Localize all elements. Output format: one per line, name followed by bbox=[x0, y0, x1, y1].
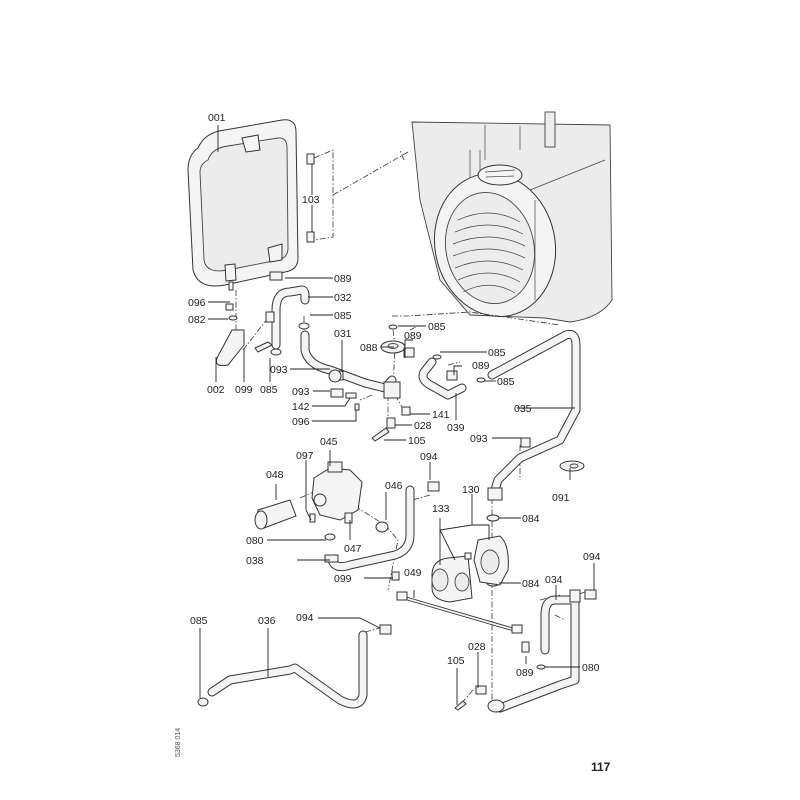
label-031: 031 bbox=[334, 328, 352, 340]
label-103: 103 bbox=[302, 194, 320, 206]
leader-lines bbox=[199, 125, 595, 705]
part-labels: 001 103 089 032 096 082 085 031 085 088 … bbox=[188, 112, 601, 679]
label-099: 099 bbox=[235, 384, 253, 396]
label-105: 105 bbox=[408, 435, 426, 447]
label-047: 047 bbox=[344, 543, 362, 555]
label-091: 091 bbox=[552, 492, 570, 504]
expansion-vessel bbox=[187, 119, 299, 291]
label-085: 085 bbox=[334, 310, 352, 322]
label-094: 094 bbox=[296, 612, 314, 624]
label-084: 084 bbox=[522, 578, 540, 590]
label-133: 133 bbox=[432, 503, 450, 515]
small-components-lower bbox=[197, 571, 597, 713]
label-088: 088 bbox=[360, 342, 378, 354]
label-028: 028 bbox=[414, 420, 432, 432]
small-components bbox=[215, 271, 585, 587]
pipe-032 bbox=[271, 285, 310, 350]
label-093: 093 bbox=[270, 364, 288, 376]
label-094: 094 bbox=[420, 451, 438, 463]
clip-103-parts bbox=[306, 153, 315, 243]
label-130: 130 bbox=[462, 484, 480, 496]
label-035: 035 bbox=[514, 403, 532, 415]
label-085: 085 bbox=[260, 384, 278, 396]
label-141: 141 bbox=[432, 409, 450, 421]
page-number: 117 bbox=[591, 760, 611, 774]
heat-exchanger-housing bbox=[411, 111, 613, 323]
label-085: 085 bbox=[428, 321, 446, 333]
label-084: 084 bbox=[522, 513, 540, 525]
diverter-valve bbox=[254, 461, 440, 563]
label-039: 039 bbox=[447, 422, 465, 434]
label-085: 085 bbox=[497, 376, 515, 388]
label-002: 002 bbox=[207, 384, 225, 396]
label-089: 089 bbox=[404, 330, 422, 342]
label-032: 032 bbox=[334, 292, 352, 304]
label-093: 093 bbox=[292, 386, 310, 398]
label-089: 089 bbox=[472, 360, 490, 372]
label-096: 096 bbox=[188, 297, 206, 309]
pipe-035 bbox=[487, 330, 581, 495]
heat-exchanger-coil bbox=[452, 212, 526, 294]
pipe-038 bbox=[327, 485, 415, 572]
label-097: 097 bbox=[296, 450, 314, 462]
label-093: 093 bbox=[470, 433, 488, 445]
label-099: 099 bbox=[334, 573, 352, 585]
label-001: 001 bbox=[208, 112, 226, 124]
circulation-pump bbox=[431, 535, 509, 603]
pipe-039 bbox=[418, 357, 467, 400]
label-036: 036 bbox=[258, 615, 276, 627]
label-045: 045 bbox=[320, 436, 338, 448]
label-089: 089 bbox=[334, 273, 352, 285]
pipe-034 bbox=[495, 595, 580, 713]
label-094: 094 bbox=[583, 551, 601, 563]
label-046: 046 bbox=[385, 480, 403, 492]
label-049: 049 bbox=[404, 567, 422, 579]
label-142: 142 bbox=[292, 401, 310, 413]
label-080: 080 bbox=[246, 535, 264, 547]
label-105: 105 bbox=[447, 655, 465, 667]
label-096: 096 bbox=[292, 416, 310, 428]
label-028: 028 bbox=[468, 641, 486, 653]
label-082: 082 bbox=[188, 314, 206, 326]
label-038: 038 bbox=[246, 555, 264, 567]
pipe-031 bbox=[300, 330, 397, 393]
label-085: 085 bbox=[488, 347, 506, 359]
label-089: 089 bbox=[516, 667, 534, 679]
label-048: 048 bbox=[266, 469, 284, 481]
label-080: 080 bbox=[582, 662, 600, 674]
pipe-036 bbox=[207, 630, 368, 709]
document-reference: 5368 014 bbox=[175, 728, 182, 757]
sensor-cable-049 bbox=[396, 591, 523, 634]
label-034: 034 bbox=[545, 574, 563, 586]
label-085: 085 bbox=[190, 615, 208, 627]
